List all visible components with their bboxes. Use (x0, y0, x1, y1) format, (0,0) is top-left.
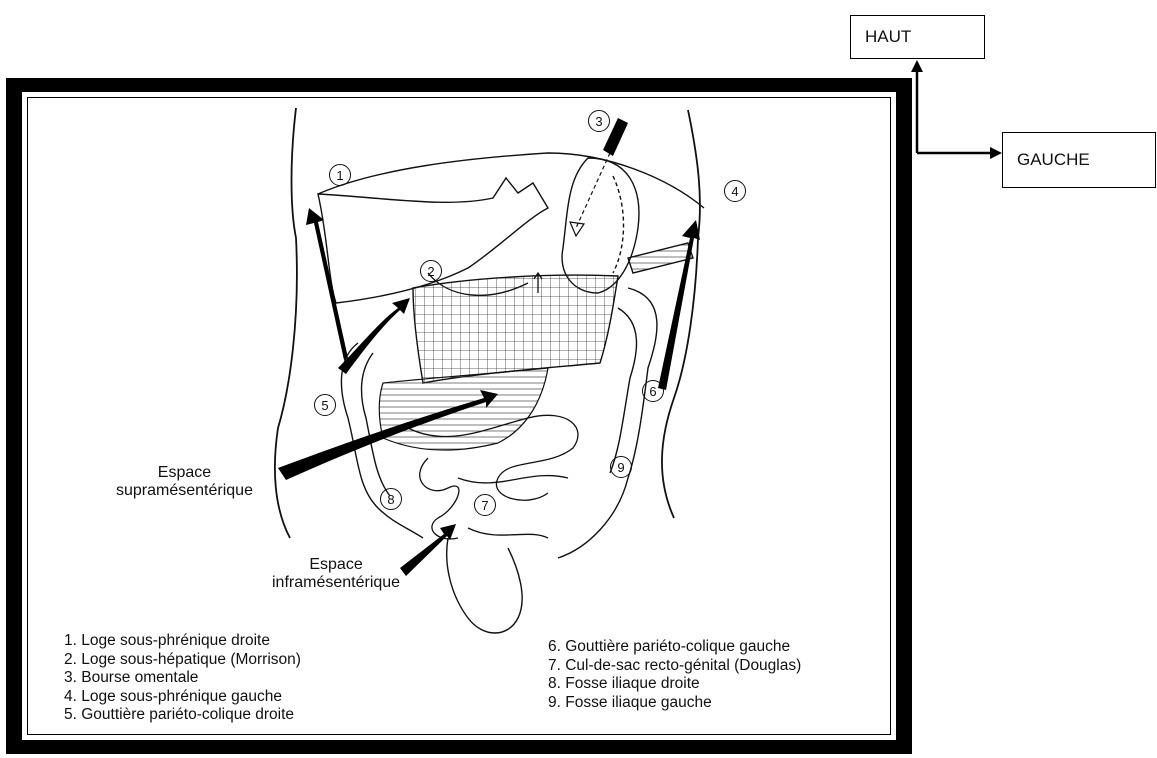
region-number: 4 (724, 180, 746, 202)
legend-item: 7. Cul-de-sac recto-génital (Douglas) (548, 657, 801, 676)
arrow-loge-1 (306, 208, 348, 360)
dashed-arrowhead (570, 222, 584, 236)
stomach (562, 158, 693, 293)
label-espace-inframesenterique: Espace inframésentérique (272, 556, 400, 591)
region-number: 9 (610, 456, 632, 478)
figure-frame-inner: 1 2 3 4 5 6 7 8 9 Espace supramésentériq… (20, 90, 898, 742)
legend-item: 8. Fosse iliaque droite (548, 675, 801, 694)
region-number: 7 (474, 494, 496, 516)
gauche-label-box: GAUCHE (1002, 132, 1156, 188)
legend-item: 9. Fosse iliaque gauche (548, 694, 801, 713)
legend-item: 3. Bourse omentale (64, 669, 301, 688)
espace-supra-line-1: Espace (116, 464, 253, 482)
haut-label-box: HAUT (850, 15, 985, 59)
gauche-label: GAUCHE (1017, 150, 1090, 170)
arrow-loge-2 (338, 298, 410, 374)
espace-infra-line-1: Espace (272, 556, 400, 574)
figure-frame: 1 2 3 4 5 6 7 8 9 Espace supramésentériq… (6, 78, 912, 754)
region-number: 1 (329, 164, 351, 186)
region-number: 8 (380, 488, 402, 510)
region-number: 2 (420, 260, 442, 282)
orientation-arrow-connector (917, 72, 992, 153)
rectum (447, 538, 522, 633)
legend-item: 6. Gouttière pariéto-colique gauche (548, 638, 801, 657)
legend-item: 4. Loge sous-phrénique gauche (64, 688, 301, 707)
region-number: 6 (642, 380, 664, 402)
legend-item: 1. Loge sous-phrénique droite (64, 632, 301, 651)
legend-left: 1. Loge sous-phrénique droite 2. Loge so… (64, 632, 301, 725)
region-number: 3 (588, 110, 610, 132)
up-arrowhead (911, 60, 923, 72)
figure-canvas: 1 2 3 4 5 6 7 8 9 Espace supramésentériq… (27, 97, 891, 735)
region-number: 5 (314, 394, 336, 416)
right-arrowhead (990, 147, 1002, 159)
dashed-arrow-bourse (576, 153, 610, 228)
legend-item: 5. Gouttière pariéto-colique droite (64, 706, 301, 725)
espace-infra-line-2: inframésentérique (272, 574, 400, 592)
haut-label: HAUT (865, 27, 911, 47)
espace-supra-line-2: supramésentérique (116, 482, 253, 500)
transverse-colon (413, 275, 618, 383)
legend-right: 6. Gouttière pariéto-colique gauche 7. C… (548, 638, 801, 712)
label-espace-supramesenterique: Espace supramésentérique (116, 464, 253, 499)
legend-item: 2. Loge sous-hépatique (Morrison) (64, 651, 301, 670)
